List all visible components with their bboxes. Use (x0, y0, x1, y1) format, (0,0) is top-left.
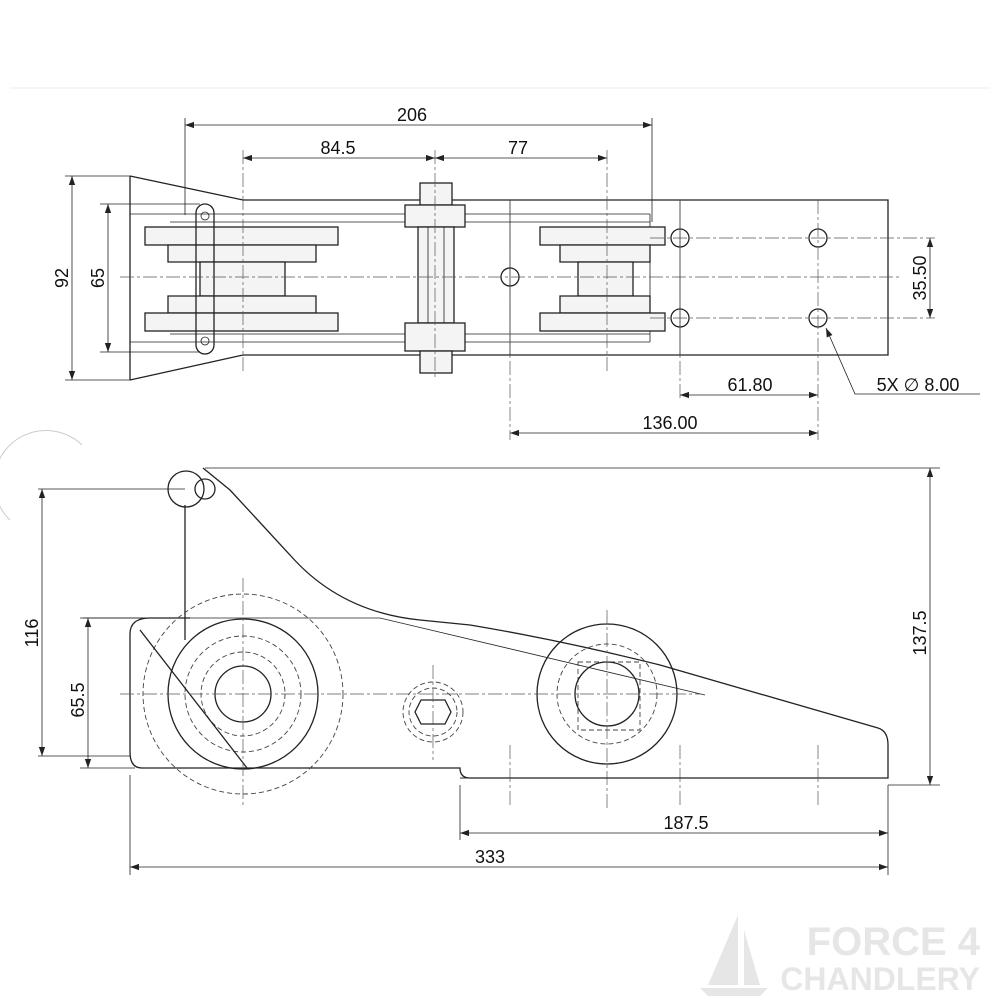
dim-84-5: 84.5 (320, 138, 355, 158)
dim-92: 92 (52, 268, 72, 288)
dim-61-80: 61.80 (727, 375, 772, 395)
dim-holes: 5X ∅ 8.00 (877, 375, 960, 395)
watermark-logo: FORCE 4 CHANDLERY (700, 915, 981, 997)
dim-206: 206 (397, 105, 427, 125)
watermark-line1: FORCE 4 (807, 920, 981, 964)
dim-65-5: 65.5 (68, 682, 88, 717)
dim-65: 65 (88, 268, 108, 288)
dim-187-5: 187.5 (663, 813, 708, 833)
dim-116: 116 (22, 619, 42, 648)
top-view: 206 84.5 77 92 65 35.50 61.80 136.00 5X … (52, 105, 980, 440)
dim-137-5: 137.5 (910, 610, 930, 655)
left-pin-top (195, 203, 215, 355)
sailboat-icon (700, 915, 768, 996)
dim-136: 136.00 (642, 413, 697, 433)
left-roller-top (144, 226, 339, 332)
dim-333: 333 (475, 847, 505, 867)
right-roller-top (539, 226, 666, 332)
dim-77: 77 (508, 138, 528, 158)
side-view: 116 65.5 137.5 187.5 333 (0, 430, 940, 875)
watermark-line2: CHANDLERY (780, 961, 980, 997)
dim-35-50: 35.50 (910, 255, 930, 300)
